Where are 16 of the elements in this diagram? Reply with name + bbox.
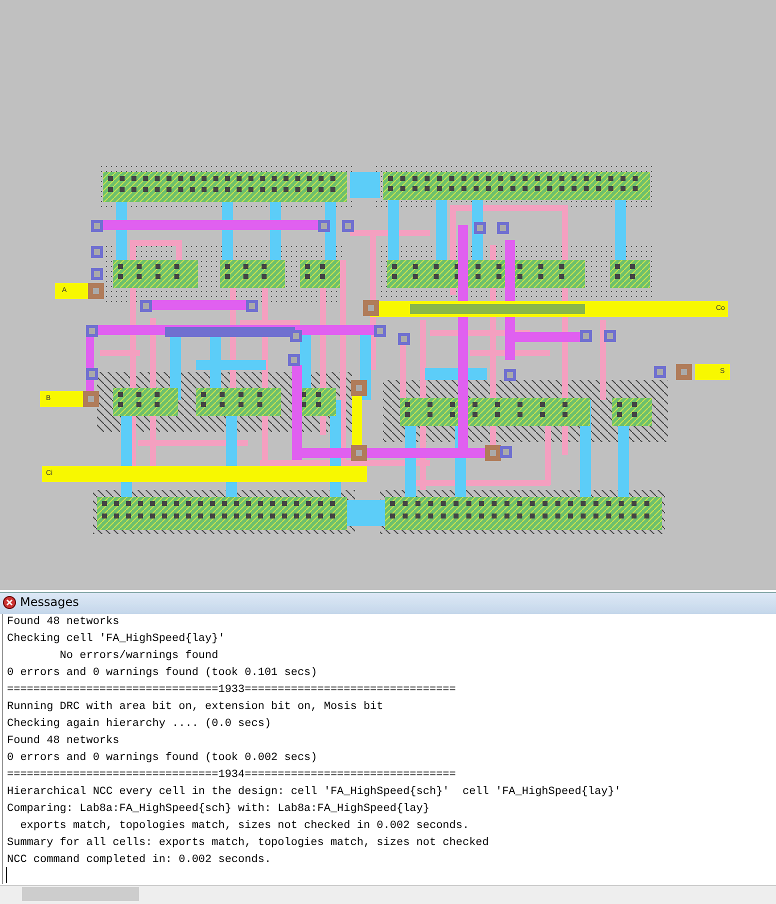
window-title: Messages xyxy=(20,595,79,609)
log-line: Found 48 networks xyxy=(7,616,120,629)
log-line: Summary for all cells: exports match, topologies match, sizes not checked xyxy=(7,837,489,850)
log-line: Checking again hierarchy .... (0.0 secs) xyxy=(7,718,272,731)
log-line: ================================1934================================ xyxy=(7,769,456,782)
log-line: Comparing: Lab8a:FA_HighSpeed{sch} with: Lab8a:FA_HighSpeed{lay} xyxy=(7,803,430,816)
log-line: Checking cell 'FA_HighSpeed{lay}' xyxy=(7,633,225,646)
log-line: Running DRC with area bit on, extension bit on, Mosis bit xyxy=(7,701,384,714)
log-line: exports match, topologies match, sizes not checked in 0.002 seconds. xyxy=(19,820,470,833)
log-line: Hierarchical NCC every cell in the design: cell 'FA_HighSpeed{sch}' cell 'FA_HighSpeed{lay}' xyxy=(7,786,621,799)
log-line: ================================1933================================ xyxy=(7,684,456,697)
log-line: 0 errors and 0 warnings found (took 0.002 secs) xyxy=(7,752,318,765)
log-line: No errors/warnings found xyxy=(58,650,218,663)
log-line: NCC command completed in: 0.002 seconds. xyxy=(7,854,272,867)
log-line: Found 48 networks xyxy=(7,735,120,748)
log-line: 0 errors and 0 warnings found (took 0.101 secs) xyxy=(7,667,318,680)
